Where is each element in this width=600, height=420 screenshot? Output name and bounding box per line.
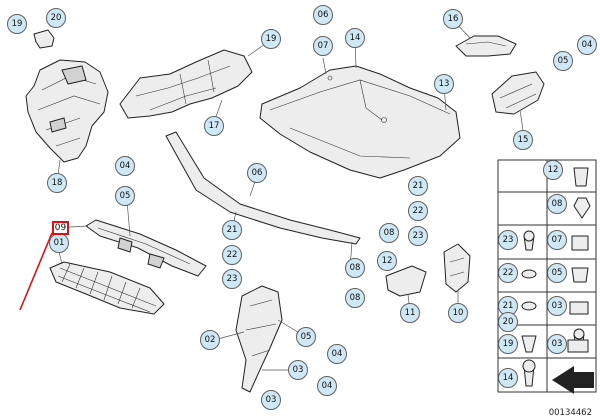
callout-17[interactable]: 17 xyxy=(204,116,224,136)
part-10-bracket xyxy=(443,243,471,293)
part-17-air-duct xyxy=(119,49,253,119)
arrow-icon xyxy=(552,366,594,394)
callout-05[interactable]: 05 xyxy=(553,51,573,71)
callout-07[interactable]: 07 xyxy=(313,36,333,56)
callout-06[interactable]: 06 xyxy=(313,5,333,25)
callout-04-d[interactable]: 04 xyxy=(317,376,337,396)
part-18-wheel-arch-liner xyxy=(25,59,109,163)
legend-callout-05[interactable]: 05 xyxy=(547,263,567,283)
callout-15[interactable]: 15 xyxy=(513,130,533,150)
callout-23[interactable]: 23 xyxy=(222,269,242,289)
callout-04-b[interactable]: 04 xyxy=(115,156,135,176)
callout-12[interactable]: 12 xyxy=(377,251,397,271)
document-number: 00134462 xyxy=(548,408,592,418)
callout-20[interactable]: 20 xyxy=(46,8,66,28)
callout-04[interactable]: 04 xyxy=(577,35,597,55)
legend-callout-12[interactable]: 12 xyxy=(543,160,563,180)
part-20-clip xyxy=(33,29,55,49)
callout-08[interactable]: 08 xyxy=(379,223,399,243)
legend-callout-20[interactable]: 20 xyxy=(498,312,518,332)
callout-22-b[interactable]: 22 xyxy=(408,201,428,221)
callout-11[interactable]: 11 xyxy=(400,303,420,323)
highlighted-part-09[interactable]: 09 xyxy=(52,221,69,235)
callout-04-c[interactable]: 04 xyxy=(327,344,347,364)
part-06-spoiler-strip xyxy=(165,131,361,245)
callout-10[interactable]: 10 xyxy=(448,303,468,323)
part-11-bracket xyxy=(385,265,427,297)
callout-01[interactable]: 01 xyxy=(49,233,69,253)
legend-callout-03[interactable]: 03 xyxy=(547,296,567,316)
callout-06-b[interactable]: 06 xyxy=(247,163,267,183)
callout-08-b[interactable]: 08 xyxy=(345,258,365,278)
part-16-bracket xyxy=(455,35,517,57)
legend-callout-07[interactable]: 07 xyxy=(547,230,567,250)
callout-05-b[interactable]: 05 xyxy=(115,186,135,206)
callout-14[interactable]: 14 xyxy=(345,28,365,48)
callout-19[interactable]: 19 xyxy=(7,14,27,34)
highlight-pointer xyxy=(19,232,53,311)
legend-callout-22[interactable]: 22 xyxy=(498,263,518,283)
part-02-lower-panel xyxy=(235,285,283,393)
callout-16[interactable]: 16 xyxy=(443,9,463,29)
callout-19-b[interactable]: 19 xyxy=(261,29,281,49)
callout-22[interactable]: 22 xyxy=(222,245,242,265)
legend-callout-08[interactable]: 08 xyxy=(547,194,567,214)
callout-03[interactable]: 03 xyxy=(288,360,308,380)
legend-callout-03-b[interactable]: 03 xyxy=(547,334,567,354)
callout-18[interactable]: 18 xyxy=(47,173,67,193)
part-01-grille-mesh xyxy=(49,261,165,315)
part-15-side-shield xyxy=(491,71,545,115)
callout-05-c[interactable]: 05 xyxy=(296,327,316,347)
callout-13[interactable]: 13 xyxy=(434,74,454,94)
callout-21-b[interactable]: 21 xyxy=(408,176,428,196)
part-13-underbody-shield xyxy=(259,65,461,179)
callout-02[interactable]: 02 xyxy=(200,330,220,350)
part-09-bracket-bar xyxy=(85,219,207,277)
callout-21[interactable]: 21 xyxy=(222,220,242,240)
callout-03-b[interactable]: 03 xyxy=(261,390,281,410)
legend-callout-14[interactable]: 14 xyxy=(498,368,518,388)
legend-callout-19[interactable]: 19 xyxy=(498,334,518,354)
callout-08-c[interactable]: 08 xyxy=(345,288,365,308)
callout-23-b[interactable]: 23 xyxy=(408,226,428,246)
legend-callout-23[interactable]: 23 xyxy=(498,230,518,250)
